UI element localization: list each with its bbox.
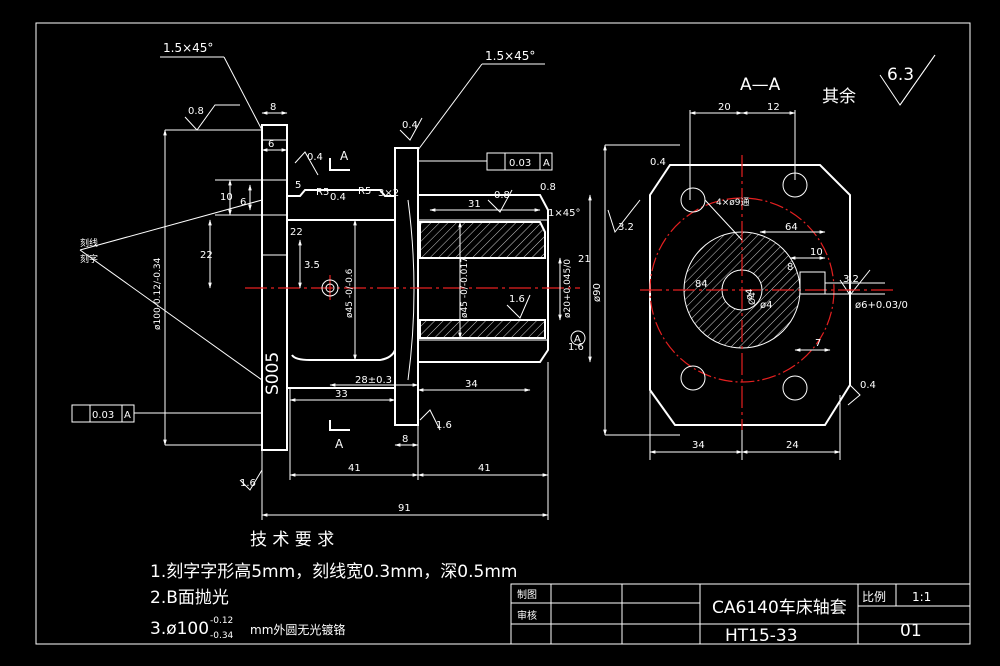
roughness-1-6-a: 1.6 — [509, 294, 525, 305]
dim-33: 33 — [335, 389, 348, 400]
av-dim-d: Ø4 — [747, 292, 758, 305]
drawing-frame — [35, 22, 971, 645]
dim-3-5: 3.5 — [304, 260, 320, 271]
dia-20: ø20+0.045/0 — [563, 259, 573, 318]
section-view-aa — [603, 54, 936, 460]
tech-line-3-sup: -0.12 — [210, 616, 233, 626]
dim-31: 31 — [468, 199, 481, 210]
r5-left: R5 — [316, 187, 329, 198]
checked-label: 审核 — [517, 609, 537, 622]
sheet-number: 01 — [900, 621, 922, 641]
chamfer-right-label: 1.5×45° — [485, 49, 535, 63]
tol-frame-2: 0.03 — [92, 410, 114, 421]
roughness-0-4-e: 0.4 — [650, 157, 666, 168]
tech-line-3-sub: -0.34 — [210, 631, 234, 641]
scale-value: 1:1 — [912, 590, 931, 604]
chamfer-bore-label: 1×45° — [548, 208, 580, 219]
av-dim-center: ø4 — [760, 300, 772, 311]
dim-10: 10 — [220, 192, 233, 203]
rest-roughness-value: 6.3 — [887, 65, 914, 85]
av-dim-24: 24 — [786, 440, 799, 451]
main-view — [71, 54, 936, 520]
av-dim-12: 12 — [767, 102, 780, 113]
av-dia-6: ø6+0.03/0 — [855, 300, 908, 311]
section-mark-top: A — [340, 149, 349, 163]
roughness-1-6-b: 1.6 — [436, 420, 452, 431]
tech-heading: 技 术 要 求 — [250, 530, 334, 550]
chamfer-left-label: 1.5×45° — [163, 41, 213, 55]
roughness-0-4-a: 0.4 — [307, 152, 323, 163]
tech-line-3-pre: 3.ø100 — [150, 619, 209, 639]
tol-frame-1: 0.03 — [509, 158, 531, 169]
av-dim-84: 84 — [695, 279, 708, 290]
callout-engrave: 刻字 — [80, 253, 98, 265]
title-block — [510, 583, 971, 645]
dim-8-top: 8 — [270, 102, 276, 113]
roughness-0-4-c: 0.4 — [402, 120, 418, 131]
tol-frame-1-ref: A — [543, 158, 550, 169]
dim-41-right: 41 — [478, 463, 491, 474]
roughness-0-8-right: 0.8 — [494, 190, 510, 201]
dim-28: 28±0.3 — [355, 375, 392, 386]
av-dim-8: 8 — [787, 262, 793, 273]
datum-mark: A — [574, 334, 581, 345]
dim-6b: 6 — [240, 197, 246, 208]
holes-callout: 4×ø9通 — [716, 197, 750, 208]
av-dim-20: 20 — [718, 102, 731, 113]
roughness-0-4-d: 0.4 — [860, 380, 876, 391]
dim-6: 6 — [268, 139, 274, 150]
av-dim-34: 34 — [692, 440, 705, 451]
dim-21: 21 — [578, 254, 591, 265]
tol-frame-2-ref: A — [124, 410, 131, 421]
dim-8-bottom: 8 — [402, 434, 408, 445]
dim-22b: 22 — [290, 227, 303, 238]
engrave-text: S005 — [263, 352, 283, 395]
roughness-0-8-c: 0.8 — [540, 182, 556, 193]
part-name: CA6140车床轴套 — [712, 598, 847, 618]
dia-90: ø90 — [592, 283, 603, 302]
drawing-number: HT15-33 — [725, 626, 798, 646]
section-title: A—A — [740, 75, 781, 95]
dia-45-left: ø45 -0/-0.6 — [345, 268, 355, 318]
dim-5: 5 — [295, 180, 301, 191]
dim-41-left: 41 — [348, 463, 361, 474]
callout-scribe: 刻线 — [80, 237, 98, 249]
av-dim-10: 10 — [810, 247, 823, 258]
av-dim-7: 7 — [815, 338, 821, 349]
groove-dim: 3×2 — [378, 188, 399, 199]
drawn-label: 制图 — [517, 588, 537, 601]
roughness-3-2-a: 3.2 — [618, 222, 634, 233]
roughness-1-6-d: 1.6 — [568, 342, 584, 353]
tech-line-3-post: mm外圆无光镀铬 — [250, 622, 345, 637]
dim-34: 34 — [465, 379, 478, 390]
section-mark-bottom: A — [335, 437, 344, 451]
tech-line-1: 1.刻字字形高5mm，刻线宽0.3mm，深0.5mm — [150, 562, 517, 582]
dim-22a: 22 — [200, 250, 213, 261]
dia-100: ø100-0.12/-0.34 — [153, 257, 163, 330]
roughness-0-4-b: 0.4 — [330, 192, 346, 203]
rest-roughness-label: 其余 — [822, 87, 856, 107]
roughness-0-8-left: 0.8 — [188, 106, 204, 117]
roughness-1-6-c: 1.6 — [240, 478, 256, 489]
av-dim-side: ø4 — [745, 288, 755, 300]
dim-91: 91 — [398, 503, 411, 514]
dia-45-right: ø45 -0/-0.017 — [460, 257, 470, 318]
r5-right: R5 — [358, 186, 371, 197]
tech-line-2: 2.B面抛光 — [150, 588, 229, 608]
av-dim-64: 64 — [785, 222, 798, 233]
scale-label: 比例 — [862, 590, 886, 604]
